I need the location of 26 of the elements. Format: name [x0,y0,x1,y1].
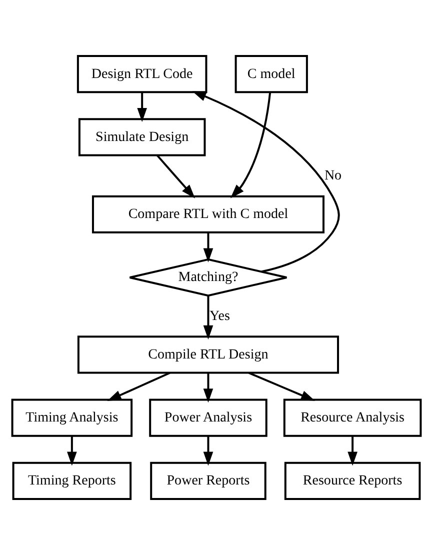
arrow [137,92,147,122]
arrow [156,154,196,198]
arrow [192,90,340,272]
node-box: Resource Analysis [283,398,422,436]
arrow [203,372,214,402]
node-box: Timing Analysis [11,398,133,436]
node-box: C model [234,54,308,93]
arrow [203,295,214,339]
edge-label: Yes [210,307,230,324]
node-box: Power Analysis [149,398,268,436]
node-box: Timing Reports [12,461,132,500]
arrow [67,436,77,466]
edge-label: No [324,166,342,183]
node-box: Compile RTL Design [77,335,340,374]
node-box: Resource Reports [284,461,421,500]
node-diamond: Matching? [128,258,288,296]
node-box: Design RTL Code [76,54,208,93]
node-box: Simulate Design [78,118,206,156]
node-box: Power Reports [150,461,266,500]
arrow [107,371,170,400]
arrow [348,436,358,466]
arrow [203,436,214,466]
arrow [248,371,316,400]
node-box: Compare RTL with C model [92,194,324,233]
arrow [203,232,214,262]
arrow [230,92,272,198]
